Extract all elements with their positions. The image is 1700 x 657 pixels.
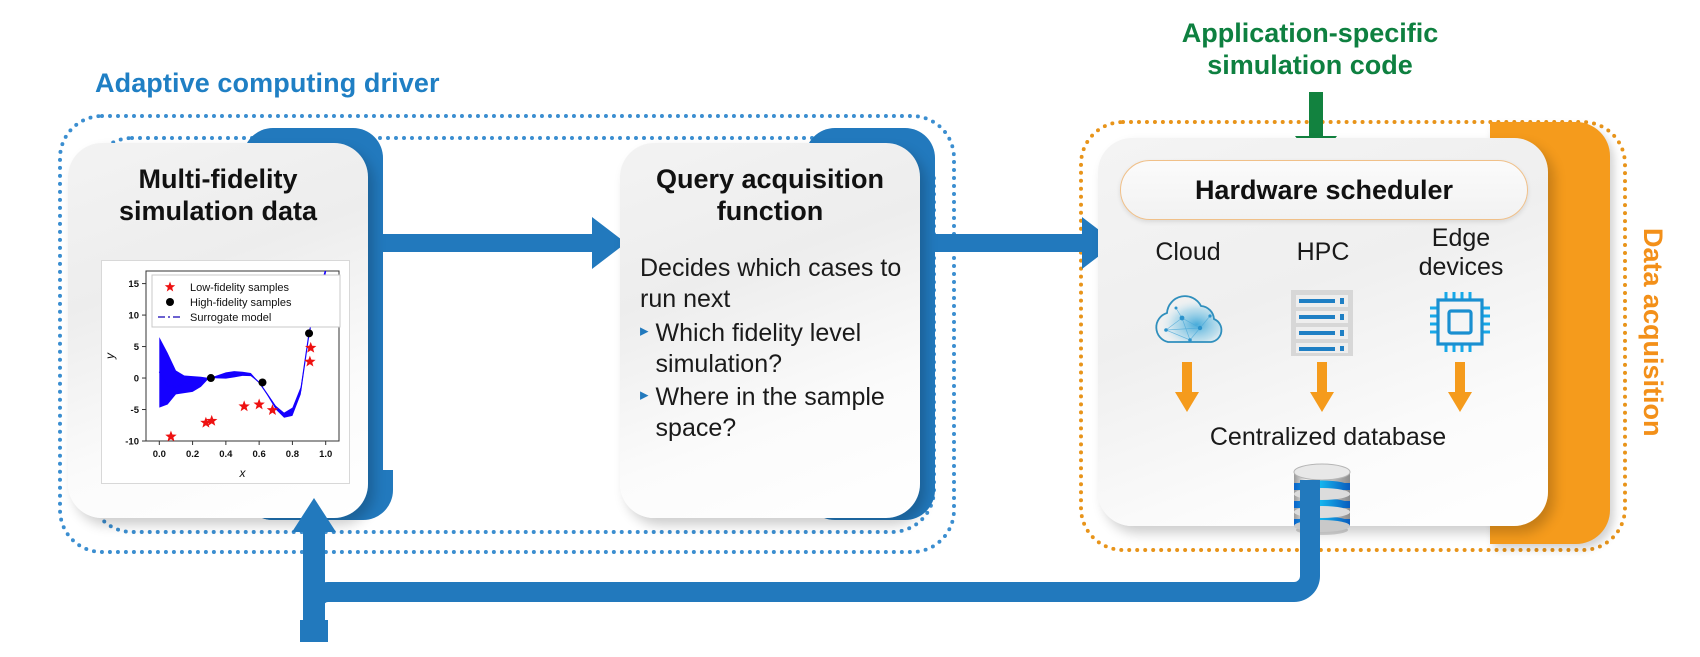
resource-label-edge-devices: Edge devices (1418, 224, 1504, 281)
svg-text:15: 15 (128, 279, 139, 290)
resource-label-hpc: HPC (1296, 238, 1350, 266)
centralized-database-label: Centralized database (1209, 423, 1447, 451)
sim-code-line1: Application-specific (1181, 18, 1439, 48)
svg-text:-10: -10 (125, 437, 139, 448)
arrow-card2-to-card3 (918, 217, 1116, 269)
data-acquisition-label: Data acquisition (1638, 228, 1668, 437)
application-simulation-code-label: Application-specific simulation code (1180, 18, 1440, 82)
svg-text:High-fidelity samples: High-fidelity samples (190, 297, 292, 309)
card-query-title-line2: function (716, 196, 824, 227)
card-multifidelity-title-line1: Multi-fidelity (138, 164, 298, 194)
svg-text:Surrogate model: Surrogate model (190, 312, 271, 324)
svg-text:-5: -5 (131, 405, 140, 416)
cpu-chip-icon (1430, 292, 1490, 352)
resource-label-cloud: Cloud (1155, 238, 1221, 266)
card-query-title: Query acquisition function (620, 163, 920, 228)
svg-text:0.2: 0.2 (186, 449, 199, 460)
hardware-scheduler-title: Hardware scheduler (1194, 174, 1454, 205)
triangle-bullet-icon: ▸ (640, 385, 649, 404)
multifidelity-plot: 0.0 0.2 0.4 0.6 0.8 1.0 -10 -5 0 5 10 15 x y Low-fidel… (101, 260, 350, 484)
adaptive-driver-label: Adaptive computing driver (95, 68, 440, 98)
adaptive-driver-outer-frame (58, 114, 956, 554)
svg-text:0.0: 0.0 (153, 449, 166, 460)
server-rack-icon (1291, 290, 1353, 356)
card-query-bullet-2-text: Where in the sample space? (655, 383, 885, 443)
card-query-bullet-1-text: Which fidelity level simulation? (655, 318, 862, 378)
card-query-body: Decides which cases to run next ▸ Which … (640, 253, 908, 445)
data-acquisition-frame (1079, 120, 1627, 552)
feedback-loop-arrow (292, 480, 1320, 642)
card-query-title-line1: Query acquisition (655, 164, 885, 194)
arrow-card1-to-card2 (366, 217, 626, 269)
card-multifidelity-title-line2: simulation data (118, 196, 318, 227)
hardware-scheduler-title-pill: Hardware scheduler (1120, 160, 1528, 220)
svg-text:y: y (103, 352, 117, 360)
svg-text:x: x (239, 466, 247, 480)
svg-text:Low-fidelity samples: Low-fidelity samples (190, 282, 290, 294)
cloud-icon (1155, 295, 1223, 343)
card-multifidelity-simulation-data[interactable]: Multi-fidelity simulation data 0.0 0.2 0.4… (68, 143, 368, 518)
card-query-acquisition-function[interactable]: Query acquisition function Decides which… (620, 143, 920, 518)
svg-text:1.0: 1.0 (319, 449, 332, 460)
card-query-bullet-1: ▸ Which fidelity level simulation? (640, 318, 908, 381)
orange-down-arrow-icon (1448, 362, 1472, 412)
card-query-intro: Decides which cases to run next (640, 254, 902, 314)
card-query-bullet-2: ▸ Where in the sample space? (640, 382, 908, 445)
svg-text:0.4: 0.4 (219, 449, 233, 460)
svg-text:0: 0 (134, 374, 139, 385)
orange-down-arrow-icon (1310, 362, 1334, 412)
card-hardware-scheduler[interactable]: Hardware scheduler Cloud HPC (1098, 138, 1548, 535)
sim-code-line2: simulation code (1207, 49, 1413, 80)
orange-down-arrow-icon (1175, 362, 1199, 412)
card-multifidelity-title: Multi-fidelity simulation data (68, 163, 368, 228)
svg-text:10: 10 (128, 311, 139, 322)
plot-svg: 0.0 0.2 0.4 0.6 0.8 1.0 -10 -5 0 5 10 15 x y Low-fidel… (103, 270, 341, 480)
svg-text:5: 5 (134, 342, 140, 353)
svg-text:0.8: 0.8 (286, 449, 299, 460)
svg-text:0.6: 0.6 (253, 449, 266, 460)
triangle-bullet-icon: ▸ (640, 320, 649, 340)
